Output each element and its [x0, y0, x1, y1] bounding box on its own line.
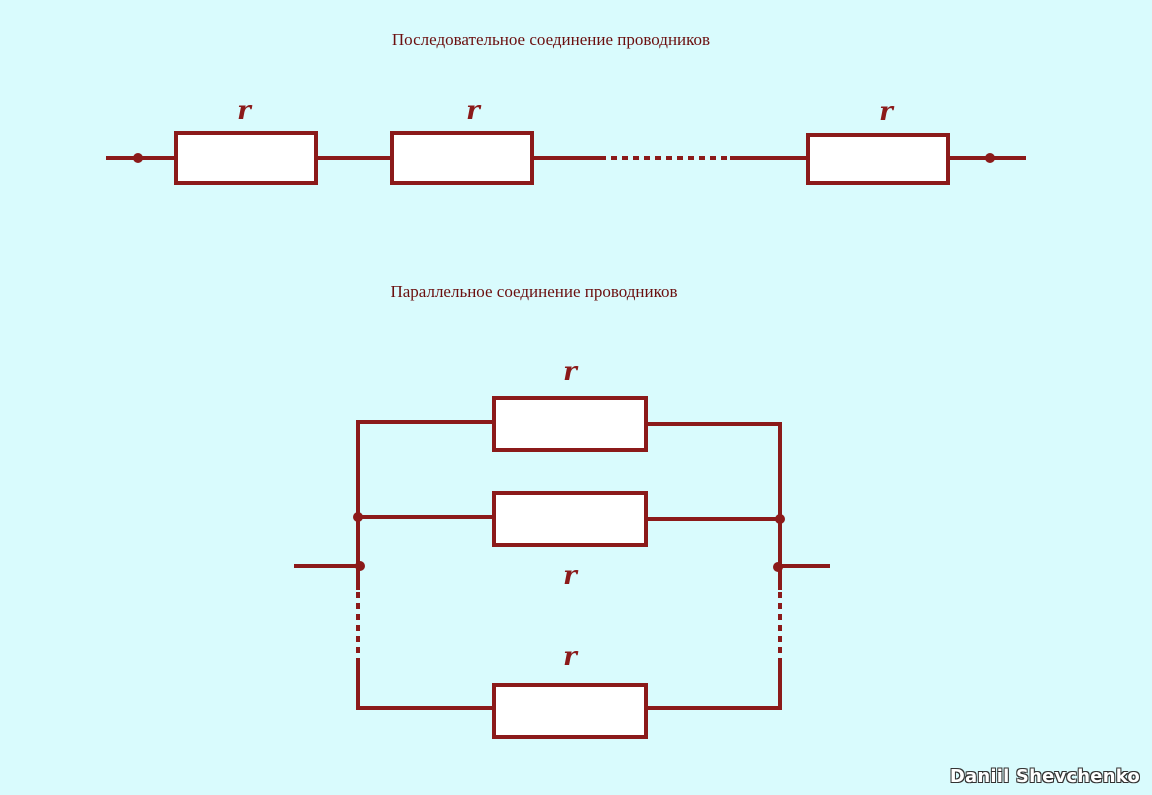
author-watermark: Daniil Shevchenko — [949, 766, 1140, 787]
series-resistor-2 — [390, 131, 534, 185]
series-resistor-3-label: r — [879, 97, 895, 127]
series-resistor-1 — [174, 131, 318, 185]
series-resistor-3 — [806, 133, 950, 185]
series-terminal-left — [133, 153, 143, 163]
parallel-node-right-lead — [773, 562, 783, 572]
parallel-resistor-2 — [492, 491, 648, 547]
parallel-title: Параллельное соединение проводников — [390, 282, 677, 301]
parallel-node-left-lead — [355, 561, 365, 571]
parallel-resistor-1 — [492, 396, 648, 452]
series-terminal-right — [985, 153, 995, 163]
parallel-node-right-branch-2 — [775, 514, 785, 524]
series-resistor-1-label: r — [237, 96, 253, 126]
parallel-resistor-2-label: r — [563, 561, 579, 591]
series-title: Последовательное соединение проводников — [392, 30, 710, 49]
series-circuit: Последовательное соединение проводников … — [106, 30, 1026, 185]
parallel-node-left-branch-2 — [353, 512, 363, 522]
parallel-resistor-3-label: r — [563, 642, 579, 672]
parallel-resistor-3 — [492, 683, 648, 739]
series-resistor-2-label: r — [466, 96, 482, 126]
parallel-resistor-1-label: r — [563, 357, 579, 387]
parallel-circuit: Параллельное соединение проводников r r — [294, 282, 830, 739]
